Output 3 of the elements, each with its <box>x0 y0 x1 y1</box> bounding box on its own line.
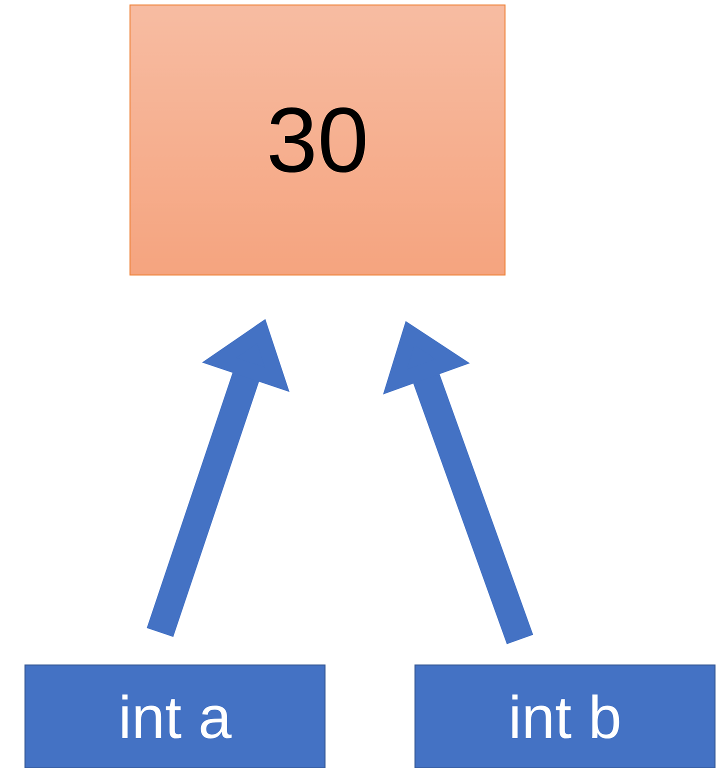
value-box: 30 <box>130 4 506 276</box>
variable-box: int b <box>414 664 716 768</box>
variable-box: int a <box>24 664 326 768</box>
